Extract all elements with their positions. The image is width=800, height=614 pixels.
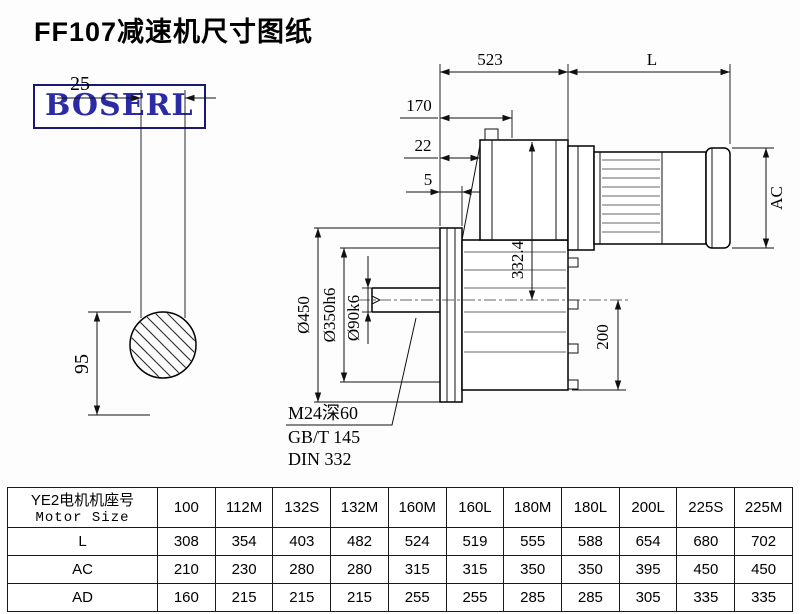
table-cell: 702 xyxy=(734,527,793,556)
table-cell: 160 xyxy=(157,583,216,612)
dim-22-label: 22 xyxy=(415,136,432,155)
table-cell: 555 xyxy=(503,527,563,556)
table-cell: 335 xyxy=(676,583,736,612)
table-cell: 255 xyxy=(445,583,505,612)
table-cell: 395 xyxy=(618,555,678,584)
brand-logo-text: BOSERL xyxy=(45,88,194,123)
motor-size-col-160L: 160L xyxy=(445,487,505,528)
motor-size-col-132M: 132M xyxy=(330,487,389,528)
motor-size-col-132S: 132S xyxy=(272,487,332,528)
motor-view xyxy=(567,145,731,251)
table-cell: 482 xyxy=(330,527,389,556)
dia-350-label: Ø350h6 xyxy=(320,288,339,343)
motor-size-header-cn: YE2电机机座号 xyxy=(30,492,135,509)
table-cell: 350 xyxy=(503,555,563,584)
dim-95-label: 95 xyxy=(71,354,93,374)
dim-AC-label: AC xyxy=(767,186,786,210)
table-cell: 210 xyxy=(157,555,216,584)
dim-5-label: 5 xyxy=(424,170,433,189)
motor-size-header-en: Motor Size xyxy=(35,510,130,526)
table-cell: 403 xyxy=(272,527,332,556)
motor-size-col-112M: 112M xyxy=(214,487,274,528)
table-cell: 450 xyxy=(676,555,736,584)
dim-170-label: 170 xyxy=(406,96,432,115)
table-cell: 255 xyxy=(387,583,447,612)
motor-size-col-225S: 225S xyxy=(676,487,736,528)
table-cell: 305 xyxy=(618,583,678,612)
dimensions: 523 L 170 22 5 AC Ø450 Ø35 xyxy=(294,50,786,403)
motor-size-col-160M: 160M xyxy=(387,487,447,528)
dim-25-label: 25 xyxy=(70,73,90,95)
standard-din-label: DIN 332 xyxy=(288,449,352,469)
table-cell: 354 xyxy=(214,527,274,556)
motor-size-col-180M: 180M xyxy=(503,487,563,528)
table-cell: 335 xyxy=(734,583,793,612)
dim-200-label: 200 xyxy=(593,324,612,350)
table-cell: 215 xyxy=(214,583,274,612)
standard-gbt-label: GB/T 145 xyxy=(288,427,360,447)
technical-drawing: 25 95 xyxy=(57,50,786,469)
table-cell: 285 xyxy=(561,583,620,612)
table-cell: 280 xyxy=(272,555,332,584)
table-cell: 350 xyxy=(561,555,620,584)
table-cell: 450 xyxy=(734,555,793,584)
thread-note-label: M24深60 xyxy=(288,403,358,423)
motor-size-col-200L: 200L xyxy=(618,487,678,528)
table-cell: 230 xyxy=(214,555,274,584)
row-label-AC: AC xyxy=(7,555,158,584)
motor-size-col-100: 100 xyxy=(157,487,216,528)
brand-logo: BOSERL xyxy=(33,84,206,129)
table-cell: 654 xyxy=(618,527,678,556)
table-cell: 280 xyxy=(330,555,389,584)
dia-90-label: Ø90k6 xyxy=(344,295,363,341)
thread-note: M24深60 GB/T 145 DIN 332 xyxy=(286,317,417,469)
table-cell: 519 xyxy=(445,527,505,556)
shaft-end-view: 25 95 xyxy=(57,73,216,416)
table-cell: 315 xyxy=(445,555,505,584)
motor-size-col-180L: 180L xyxy=(561,487,620,528)
table-cell: 680 xyxy=(676,527,736,556)
table-cell: 215 xyxy=(330,583,389,612)
dim-523-label: 523 xyxy=(477,50,503,69)
table-cell: 588 xyxy=(561,527,620,556)
table-cell: 308 xyxy=(157,527,216,556)
dim-332-label: 332.4 xyxy=(508,240,527,279)
table-cell: 524 xyxy=(387,527,447,556)
reducer-front-view xyxy=(358,128,630,403)
row-label-AD: AD xyxy=(7,583,158,612)
dia-450-label: Ø450 xyxy=(294,296,313,334)
table-cell: 215 xyxy=(272,583,332,612)
page-title: FF107减速机尺寸图纸 xyxy=(34,17,314,47)
motor-size-header: YE2电机机座号 Motor Size xyxy=(7,487,158,528)
motor-size-col-225M: 225M xyxy=(734,487,793,528)
table-cell: 285 xyxy=(503,583,563,612)
row-label-L: L xyxy=(7,527,158,556)
table-cell: 315 xyxy=(387,555,447,584)
dim-L-label: L xyxy=(647,50,657,69)
